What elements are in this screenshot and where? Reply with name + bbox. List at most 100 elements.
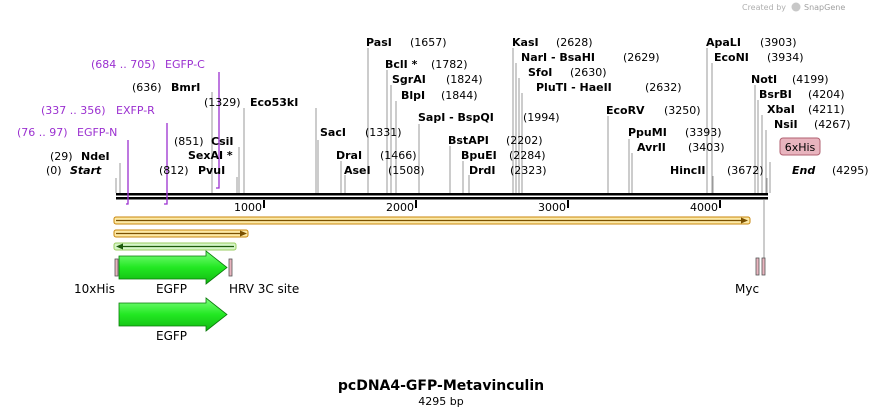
enzyme-pos: (4295) xyxy=(832,164,869,177)
enzyme-econi[interactable]: EcoNI xyxy=(714,51,749,64)
enzyme-bsrbi[interactable]: BsrBI xyxy=(759,88,792,101)
tag-6xhis[interactable]: 6xHis xyxy=(779,137,821,156)
enzyme-bcli[interactable]: BclI * xyxy=(385,58,418,71)
watermark-brand: SnapGene xyxy=(804,3,845,12)
features xyxy=(114,250,766,332)
enzyme-asei[interactable]: AseI xyxy=(344,164,371,177)
feature-10xhis-label: 10xHis xyxy=(74,282,115,296)
enzyme-pos: (2284) xyxy=(509,149,546,162)
scale-label: 4000 xyxy=(690,201,718,214)
enzyme-pos: (851) xyxy=(174,135,204,148)
enzyme-pos: (3250) xyxy=(664,104,701,117)
enzyme-blpi[interactable]: BlpI xyxy=(401,89,425,102)
feature-egfp-label-2: EGFP xyxy=(156,329,187,343)
map-subtitle: 4295 bp xyxy=(418,395,463,408)
enzyme-ecorv[interactable]: EcoRV xyxy=(606,104,645,117)
enzyme-pos: (1994) xyxy=(523,111,560,124)
enzyme-pos: (4267) xyxy=(814,118,851,131)
feature-hrv3c-label: HRV 3C site xyxy=(229,282,299,296)
scale-ticks xyxy=(263,200,721,208)
enzyme-nari-bsahi[interactable]: NarI - BsaHI xyxy=(521,51,595,64)
enzyme-pvui[interactable]: PvuI xyxy=(198,164,225,177)
feature-6xhis-box[interactable] xyxy=(761,257,766,276)
enzyme-drdi[interactable]: DrdI xyxy=(469,164,496,177)
map-title: pcDNA4-GFP-Metavinculin xyxy=(338,378,544,394)
feature-egfp-arrow[interactable] xyxy=(118,250,228,285)
enzyme-pos: (4199) xyxy=(792,73,829,86)
enzyme-ndei[interactable]: NdeI xyxy=(81,150,110,163)
enzyme-bmri[interactable]: BmrI xyxy=(171,81,200,94)
enzyme-apali[interactable]: ApaLI xyxy=(706,36,741,49)
enzyme-ppumi[interactable]: PpuMI xyxy=(628,126,667,139)
enzyme-pos: (812) xyxy=(159,164,189,177)
feature-myc-label: Myc xyxy=(735,282,759,296)
orf-reverse-arrow-icon xyxy=(116,243,123,250)
enzyme-pos: (2632) xyxy=(645,81,682,94)
primer-pos: (337 .. 356) xyxy=(41,104,106,117)
snapgene-watermark: Created by SnapGene xyxy=(742,2,845,12)
primer-egfp-n-marker xyxy=(126,140,129,205)
site-leader-lines xyxy=(115,48,771,258)
enzyme-sgrai[interactable]: SgrAI xyxy=(392,73,426,86)
enzyme-saci[interactable]: SacI xyxy=(320,126,346,139)
backbone-strand-bottom xyxy=(116,197,768,200)
snapgene-logo-icon xyxy=(791,2,801,12)
enzyme-pos: (636) xyxy=(132,81,162,94)
orf-bars xyxy=(113,216,751,251)
enzyme-bpuei[interactable]: BpuEI xyxy=(461,149,497,162)
enzyme-kasi[interactable]: KasI xyxy=(512,36,539,49)
enzyme-sfoi[interactable]: SfoI xyxy=(528,66,552,79)
enzyme-start[interactable]: Start xyxy=(70,164,102,177)
scale-label: 3000 xyxy=(538,201,566,214)
enzyme-noti[interactable]: NotI xyxy=(751,73,777,86)
backbone-strand-top xyxy=(116,193,768,196)
enzyme-nsii[interactable]: NsiI xyxy=(774,118,798,131)
enzyme-sapi-bspqi[interactable]: SapI - BspQI xyxy=(418,111,494,124)
enzyme-csii[interactable]: CsiI xyxy=(211,135,233,148)
enzyme-pasi[interactable]: PasI xyxy=(366,36,392,49)
enzyme-avrii[interactable]: AvrII xyxy=(637,141,666,154)
enzyme-pluti-haeii[interactable]: PluTI - HaeII xyxy=(536,81,612,94)
enzyme-pos: (4211) xyxy=(808,103,845,116)
enzyme-pos: (0) xyxy=(46,164,62,177)
primer-exfp-r-marker xyxy=(164,123,168,205)
orf-main-arrow-icon xyxy=(741,217,748,224)
enzyme-pos: (1508) xyxy=(388,164,425,177)
enzyme-pos: (1824) xyxy=(446,73,483,86)
enzyme-sexai[interactable]: SexAI * xyxy=(188,149,233,162)
enzyme-pos: (1331) xyxy=(365,126,402,139)
enzyme-bstapi[interactable]: BstAPI xyxy=(448,134,489,147)
feature-myc-box[interactable] xyxy=(755,257,760,276)
enzyme-pos: (3903) xyxy=(760,36,797,49)
scale-label: 1000 xyxy=(234,201,262,214)
enzyme-xbai[interactable]: XbaI xyxy=(767,103,795,116)
enzyme-pos: (2630) xyxy=(570,66,607,79)
enzyme-pos: (4204) xyxy=(808,88,845,101)
enzyme-pos: (2628) xyxy=(556,36,593,49)
enzyme-pos: (3934) xyxy=(767,51,804,64)
scale-label: 2000 xyxy=(386,201,414,214)
primer-markers xyxy=(126,72,220,205)
enzyme-pos: (2629) xyxy=(623,51,660,64)
enzyme-pos: (29) xyxy=(50,150,73,163)
backbone: 1000 2000 3000 4000 xyxy=(116,193,768,214)
enzyme-pos: (1844) xyxy=(441,89,478,102)
enzyme-pos: (3393) xyxy=(685,126,722,139)
feature-hrv3c-box[interactable] xyxy=(228,258,233,277)
orf-small-arrow-icon xyxy=(240,230,247,237)
primer-egfp-c[interactable]: EGFP-C xyxy=(165,58,205,71)
enzyme-drai[interactable]: DraI xyxy=(336,149,362,162)
enzyme-eco53ki[interactable]: Eco53kI xyxy=(250,96,298,109)
tag-6xhis-label: 6xHis xyxy=(785,141,816,154)
primer-egfp-n[interactable]: EGFP-N xyxy=(77,126,117,139)
feature-egfp-arrow-2[interactable] xyxy=(118,297,228,332)
primer-exfp-r[interactable]: EXFP-R xyxy=(116,104,155,117)
enzyme-end[interactable]: End xyxy=(792,164,815,177)
enzyme-pos: (2323) xyxy=(510,164,547,177)
primer-pos: (684 .. 705) xyxy=(91,58,156,71)
enzyme-hincii[interactable]: HincII xyxy=(670,164,706,177)
feature-10xhis-box[interactable] xyxy=(114,258,119,277)
enzyme-pos: (3672) xyxy=(727,164,764,177)
